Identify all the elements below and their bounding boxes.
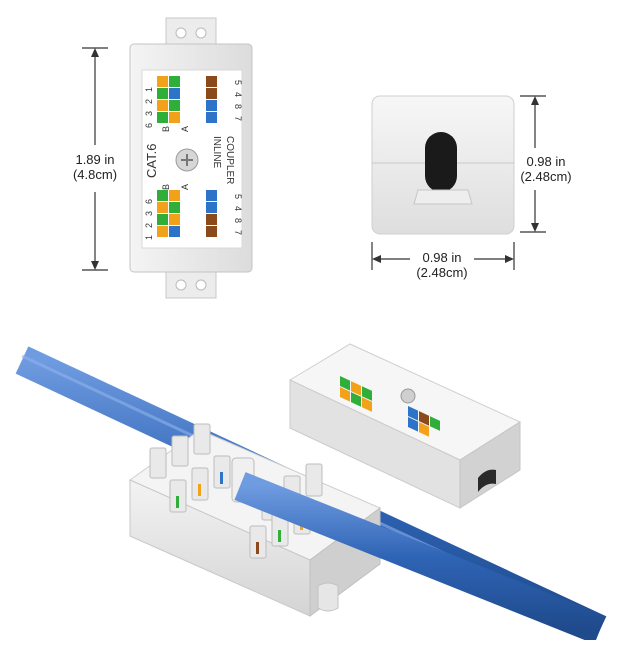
closed-coupler <box>288 343 522 509</box>
bottom-mount-tab <box>165 269 217 299</box>
usage-illustration <box>0 330 640 644</box>
pin-numbers-bottom-left: 1 2 3 6 <box>144 199 154 240</box>
side-view-illustration <box>340 60 640 310</box>
side-width-cm: (2.48cm) <box>416 265 468 280</box>
top-right-color-grid <box>206 76 217 123</box>
letter-a-bottom: A <box>180 184 190 190</box>
svg-text:8: 8 <box>233 218 243 223</box>
pin-numbers-top-left: 1 2 3 6 <box>144 87 154 128</box>
svg-text:7: 7 <box>233 230 243 235</box>
bottom-ledge <box>413 189 473 205</box>
top-screw-hole <box>195 27 207 39</box>
inline-label: INLINE <box>211 136 222 169</box>
svg-text:7: 7 <box>233 116 243 121</box>
bottom-screw-hole <box>175 279 187 291</box>
bottom-color-grid <box>157 190 180 237</box>
cable-slot <box>425 132 457 192</box>
top-screw-hole <box>175 27 187 39</box>
side-width-dimension-line <box>371 242 515 270</box>
svg-text:3: 3 <box>144 111 154 116</box>
bottom-screw-hole <box>195 279 207 291</box>
letter-b-bottom: B <box>161 184 171 190</box>
top-mount-tab <box>165 17 217 47</box>
side-height-cm: (2.48cm) <box>520 169 572 184</box>
bottom-right-color-grid <box>206 190 217 237</box>
svg-text:2: 2 <box>144 99 154 104</box>
svg-text:1: 1 <box>144 235 154 240</box>
svg-text:6: 6 <box>144 123 154 128</box>
top-color-grid <box>157 76 180 123</box>
svg-text:8: 8 <box>233 104 243 109</box>
front-view-illustration: CAT.6 INLINE COUPLER B A B A 1 2 3 6 5 4… <box>0 0 300 310</box>
height-cm: (4.8cm) <box>72 167 118 182</box>
letter-b-top: B <box>161 126 171 132</box>
side-width-inches: 0.98 in <box>422 250 462 265</box>
svg-text:5: 5 <box>233 80 243 85</box>
height-inches: 1.89 in <box>75 152 115 167</box>
svg-text:4: 4 <box>233 206 243 211</box>
height-dimension-line <box>82 47 108 271</box>
side-width-dimension-label: 0.98 in (2.48cm) <box>402 250 482 280</box>
coupler-label: COUPLER <box>224 136 235 184</box>
height-dimension-label: 1.89 in (4.8cm) <box>60 152 130 182</box>
svg-text:4: 4 <box>233 92 243 97</box>
pin-numbers-bottom-right: 7 8 4 5 <box>233 194 243 235</box>
side-height-dimension-label: 0.98 in (2.48cm) <box>508 154 584 184</box>
svg-text:2: 2 <box>144 223 154 228</box>
svg-text:5: 5 <box>233 194 243 199</box>
side-height-inches: 0.98 in <box>526 154 566 169</box>
svg-text:1: 1 <box>144 87 154 92</box>
usage-svg <box>15 343 607 644</box>
pin-numbers-top-right: 5 4 8 7 <box>233 80 243 121</box>
cat6-label: CAT.6 <box>144 144 159 178</box>
side-height-dimension-line <box>520 95 546 233</box>
svg-text:3: 3 <box>144 211 154 216</box>
front-view-svg: CAT.6 INLINE COUPLER B A B A 1 2 3 6 5 4… <box>82 17 253 299</box>
svg-text:6: 6 <box>144 199 154 204</box>
letter-a-top: A <box>180 126 190 132</box>
side-view-svg <box>371 95 546 270</box>
